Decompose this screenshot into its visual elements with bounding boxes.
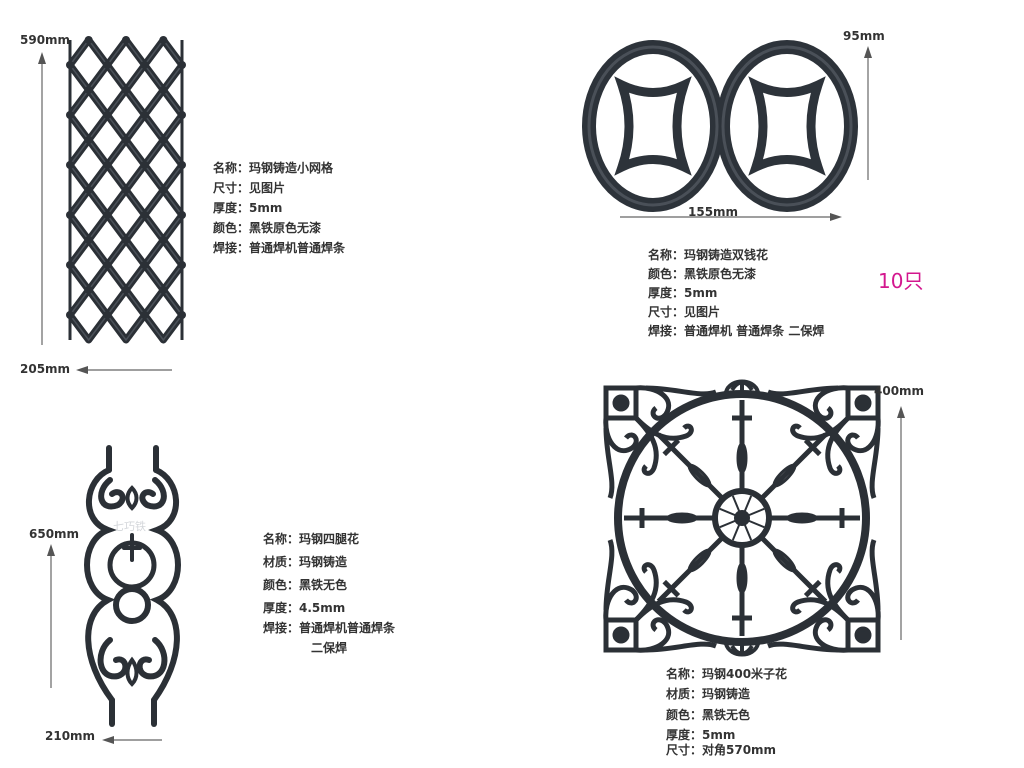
rice-flower-height-label: 400mm bbox=[874, 384, 925, 398]
rice-flower-spec-list: 名称：玛钢400米子花 材质：玛钢铸造 颜色：黑铁无色 厚度：5mm 尺寸：对角… bbox=[666, 664, 787, 758]
spec-thickness: 厚度：4.5mm bbox=[263, 601, 346, 615]
lattice-width-label: 205mm bbox=[20, 362, 71, 376]
double-coin-height-label: 95mm bbox=[843, 29, 885, 43]
spec-thickness: 厚度：5mm bbox=[213, 201, 283, 215]
spec-thickness: 厚度：5mm bbox=[666, 728, 736, 742]
spec-welding: 焊接：普通焊机普通焊条 bbox=[213, 241, 346, 255]
watermark-text: 七巧铁 bbox=[113, 520, 146, 533]
quantity-label: 10只 bbox=[878, 269, 924, 293]
four-leg-spec-list: 名称：玛钢四腿花 材质：玛钢铸造 颜色：黑铁无色 厚度：4.5mm 焊接：普通焊… bbox=[263, 528, 395, 657]
lattice-grid bbox=[66, 36, 186, 344]
spec-color: 颜色：黑铁无色 bbox=[263, 578, 348, 592]
double-coin-width-label: 155mm bbox=[688, 205, 739, 219]
spec-size: 尺寸：见图片 bbox=[648, 305, 721, 319]
spec-name: 名称：玛钢铸造双钱花 bbox=[648, 248, 769, 262]
spec-color: 颜色：黑铁原色无漆 bbox=[648, 267, 757, 281]
four-leg-width-label: 210mm bbox=[45, 729, 96, 743]
spec-color: 颜色：黑铁原色无漆 bbox=[213, 221, 322, 235]
spec-size: 尺寸：对角570mm bbox=[666, 743, 777, 757]
spec-color: 颜色：黑铁无色 bbox=[666, 708, 751, 722]
spec-material: 材质：玛钢铸造 bbox=[263, 555, 348, 569]
spec-welding: 焊接：普通焊机普通焊条 bbox=[263, 621, 396, 635]
lattice-height-label: 590mm bbox=[20, 33, 71, 47]
spec-thickness: 厚度：5mm bbox=[648, 286, 718, 300]
lattice-spec-list: 名称：玛钢铸造小网格 尺寸：见图片 厚度：5mm 颜色：黑铁原色无漆 焊接：普通… bbox=[213, 158, 345, 258]
rice-flower-casting bbox=[603, 379, 881, 657]
spec-name: 名称：玛钢400米子花 bbox=[666, 667, 788, 681]
spec-material: 材质：玛钢铸造 bbox=[666, 687, 751, 701]
spec-name: 名称：玛钢铸造小网格 bbox=[213, 161, 334, 175]
double-coin-spec-list: 名称：玛钢铸造双钱花 颜色：黑铁原色无漆 厚度：5mm 尺寸：见图片 焊接：普通… bbox=[648, 246, 824, 341]
double-coin-casting bbox=[582, 40, 858, 212]
spec-size: 尺寸：见图片 bbox=[213, 181, 286, 195]
four-leg-height-label: 650mm bbox=[29, 527, 80, 541]
spec-welding-cont: 二保焊 bbox=[311, 641, 348, 655]
spec-name: 名称：玛钢四腿花 bbox=[263, 532, 360, 546]
spec-welding: 焊接：普通焊机 普通焊条 二保焊 bbox=[648, 324, 825, 338]
four-leg-casting bbox=[84, 445, 181, 727]
